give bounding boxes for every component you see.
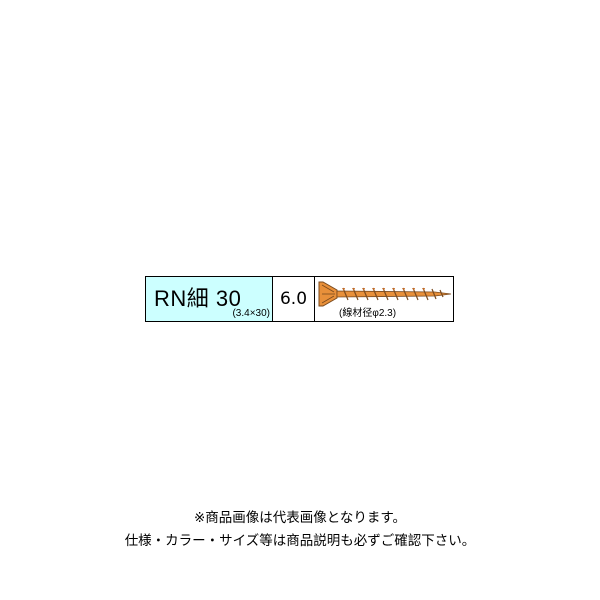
- notice-check-description: 仕様・カラー・サイズ等は商品説明も必ずご確認下さい。: [124, 533, 476, 549]
- product-value: 6.0: [279, 289, 308, 309]
- screw-icon: [318, 281, 452, 307]
- product-value-cell: 6.0: [273, 277, 315, 321]
- product-name: RN細 30: [154, 286, 242, 311]
- product-dimensions: (3.4×30): [232, 308, 270, 319]
- product-image-cell: (線材径φ2.3): [315, 277, 453, 321]
- wire-diameter-label: (線材径φ2.3): [339, 308, 397, 319]
- notice-representative-image: ※商品画像は代表画像となります。: [193, 510, 407, 526]
- product-spec-table: RN細 30 (3.4×30) 6.0: [145, 276, 454, 322]
- product-name-cell: RN細 30 (3.4×30): [146, 277, 273, 321]
